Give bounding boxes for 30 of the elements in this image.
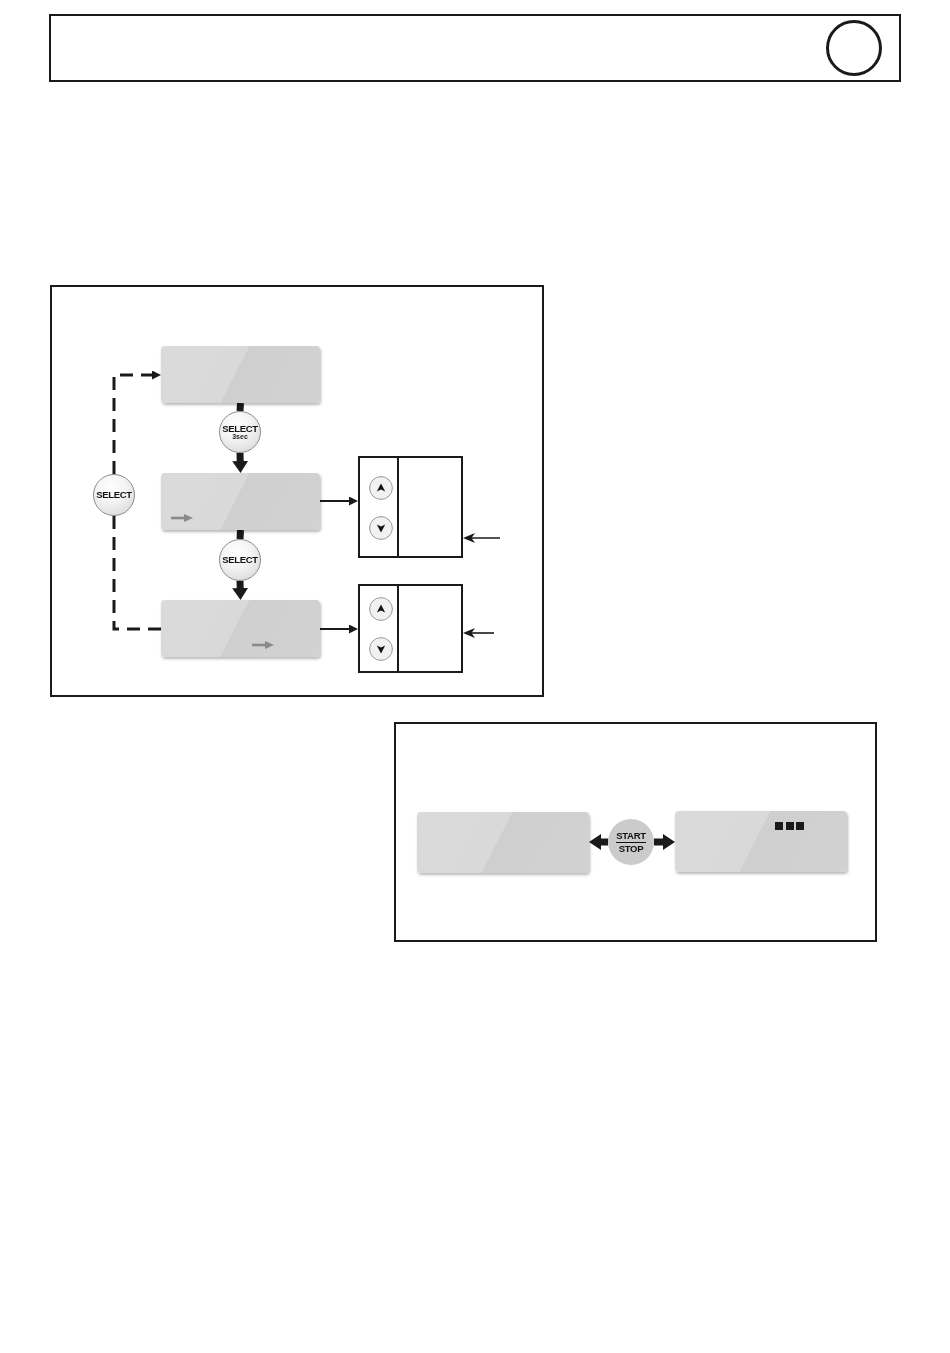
lcd-display (161, 473, 320, 530)
arrow (232, 580, 249, 600)
arrow (232, 452, 249, 473)
button-panel (358, 584, 463, 673)
button-label: SELECT (96, 490, 132, 500)
connector-line (236, 402, 244, 412)
button-label: SELECT (222, 423, 258, 434)
arrow (463, 628, 495, 638)
round-button (93, 474, 135, 516)
button-label: START (616, 830, 646, 843)
button-panel (358, 456, 463, 558)
connector-line (236, 529, 244, 540)
round-button (219, 411, 261, 453)
lcd-display (161, 600, 320, 657)
arrow (589, 834, 608, 850)
button-label: SELECT (222, 555, 258, 565)
button-label: STOP (618, 843, 644, 854)
dashed-connector-line (112, 516, 161, 631)
lcd-display (417, 812, 589, 873)
arrow (319, 624, 358, 634)
arrow (463, 533, 501, 543)
panel-frame (394, 722, 877, 942)
lcd-display (161, 346, 320, 403)
round-button (219, 539, 261, 581)
arrow (654, 834, 675, 850)
arrow (319, 496, 358, 506)
panel-frame (50, 285, 544, 697)
dashed-arrow (112, 370, 161, 474)
round-button (608, 819, 654, 865)
lcd-display (675, 811, 847, 872)
